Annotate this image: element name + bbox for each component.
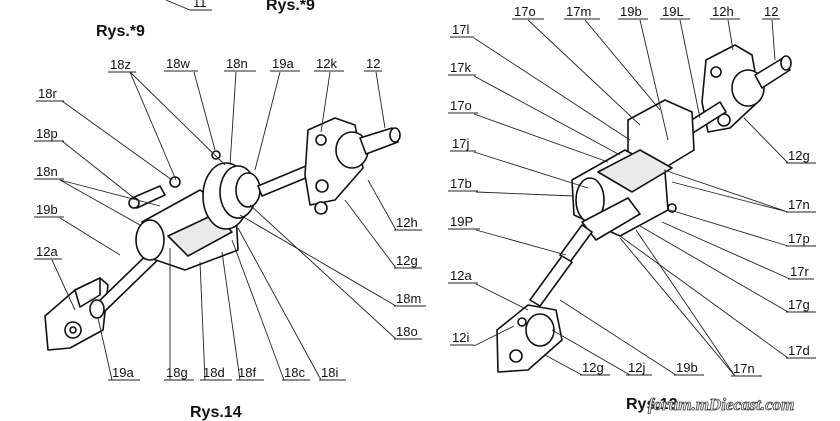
bottom-left-figure-title: Rys.14	[190, 404, 242, 421]
callout-19P: 19P	[450, 214, 473, 229]
partial-figure-title: Rys.*9	[266, 0, 315, 14]
callout-17k: 17k	[450, 60, 471, 75]
callout-12a-left: 12a	[36, 244, 58, 259]
left-figure-title: Rys.*9	[96, 23, 145, 40]
callout-19a-top: 19a	[272, 56, 294, 71]
callout-12k: 12k	[316, 56, 337, 71]
left-figure-labels: Rys.*9 18z 18w 18n 19a 12k 12 18r 18p 18…	[34, 23, 426, 421]
callout-18m: 18m	[396, 291, 421, 306]
callout-17b: 17b	[450, 176, 472, 191]
callout-19b-top: 19b	[620, 4, 642, 19]
callout-19b-left: 19b	[36, 202, 58, 217]
callout-18i: 18i	[321, 365, 338, 380]
callout-18f: 18f	[238, 365, 256, 380]
watermark-text: forum.mDiecast.com	[648, 395, 794, 414]
callout-18p: 18p	[36, 126, 58, 141]
callout-18g: 18g	[166, 365, 188, 380]
callout-18z: 18z	[110, 57, 131, 72]
callout-17n-right: 17n	[788, 197, 810, 212]
callout-18c: 18c	[284, 365, 305, 380]
callout-17g: 17g	[788, 297, 810, 312]
callout-12j: 12j	[628, 360, 645, 375]
callout-12-left: 12	[366, 56, 380, 71]
callout-18n-top: 18n	[226, 56, 248, 71]
callout-17o-top: 17o	[514, 4, 536, 19]
callout-12h-right: 12h	[712, 4, 734, 19]
callout-17m: 17m	[566, 4, 591, 19]
callout-17r: 17r	[790, 264, 809, 279]
callout-18d: 18d	[203, 365, 225, 380]
callout-17l: 17l	[452, 22, 469, 37]
callout-17n-bottom: 17n	[733, 361, 755, 376]
callout-18o: 18o	[396, 324, 418, 339]
callout-19a-bottom: 19a	[112, 365, 134, 380]
callout-12a-right: 12a	[450, 268, 472, 283]
callout-18r: 18r	[38, 86, 57, 101]
left-assembly-drawing	[44, 117, 401, 351]
right-figure-labels: 17o 17m 19b 19L 12h 12 17l 17k 17o 17j 1…	[448, 4, 816, 413]
callout-12g-left: 12g	[396, 253, 418, 268]
partial-label-11: 11	[193, 0, 207, 10]
callout-12g-bottom: 12g	[582, 360, 604, 375]
callout-17j: 17j	[452, 136, 469, 151]
callout-17p: 17p	[788, 231, 810, 246]
cropped-top-remnant: 11 Rys.*9	[165, 0, 315, 14]
right-assembly-drawing	[496, 44, 792, 373]
callout-18n-left: 18n	[36, 164, 58, 179]
callout-17o-left: 17o	[450, 98, 472, 113]
callout-12h-left: 12h	[396, 215, 418, 230]
callout-12i: 12i	[452, 330, 469, 345]
callout-12-right: 12	[764, 4, 778, 19]
bottom-right-figure-title: Rys.13	[626, 396, 678, 413]
callout-12g-right-top: 12g	[788, 148, 810, 163]
callout-18w: 18w	[166, 56, 190, 71]
callout-17d: 17d	[788, 343, 810, 358]
callout-19b-bottom: 19b	[676, 360, 698, 375]
callout-19L: 19L	[662, 4, 684, 19]
